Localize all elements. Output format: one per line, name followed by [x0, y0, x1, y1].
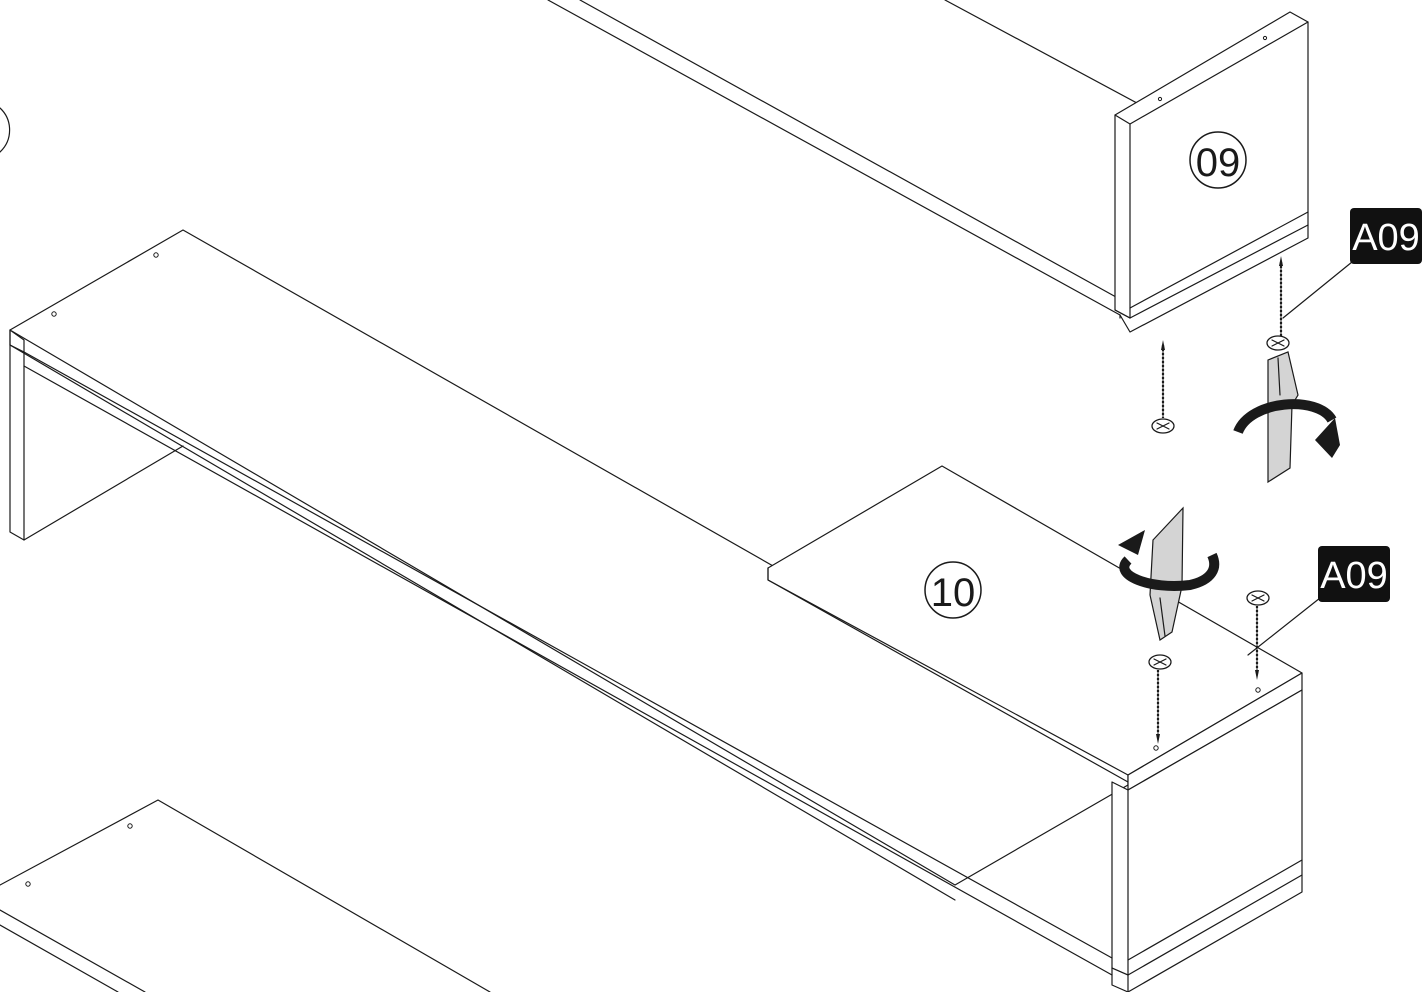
rotation-arrow-icon: [1118, 530, 1220, 591]
callout-a09-lower: A09: [1247, 546, 1390, 656]
screw-icon: [1266, 256, 1290, 351]
screw-icon: [1151, 340, 1175, 434]
panel-10-label: 10: [931, 571, 976, 615]
panel-10-label-circle: [924, 561, 982, 619]
screw-icon: [1148, 654, 1172, 744]
callout-a09-upper-label: A09: [1352, 217, 1420, 259]
panel-09-label: 09: [1196, 141, 1241, 185]
page-edge-marker: [0, 107, 11, 153]
bottom-shelf: [0, 799, 491, 993]
panel-09-label-circle: [1189, 131, 1247, 189]
callout-a09-lower-label: A09: [1320, 555, 1388, 597]
screwdriver-icon: [1267, 351, 1299, 484]
panel-09: 09: [547, 0, 1309, 333]
callout-a09-upper: A09: [1282, 208, 1422, 319]
screw-icon: [1246, 590, 1270, 680]
screwdriver-icon: [1149, 506, 1184, 641]
panel-10: 10: [23, 351, 1303, 993]
rotation-arrow-icon: [1233, 399, 1340, 458]
